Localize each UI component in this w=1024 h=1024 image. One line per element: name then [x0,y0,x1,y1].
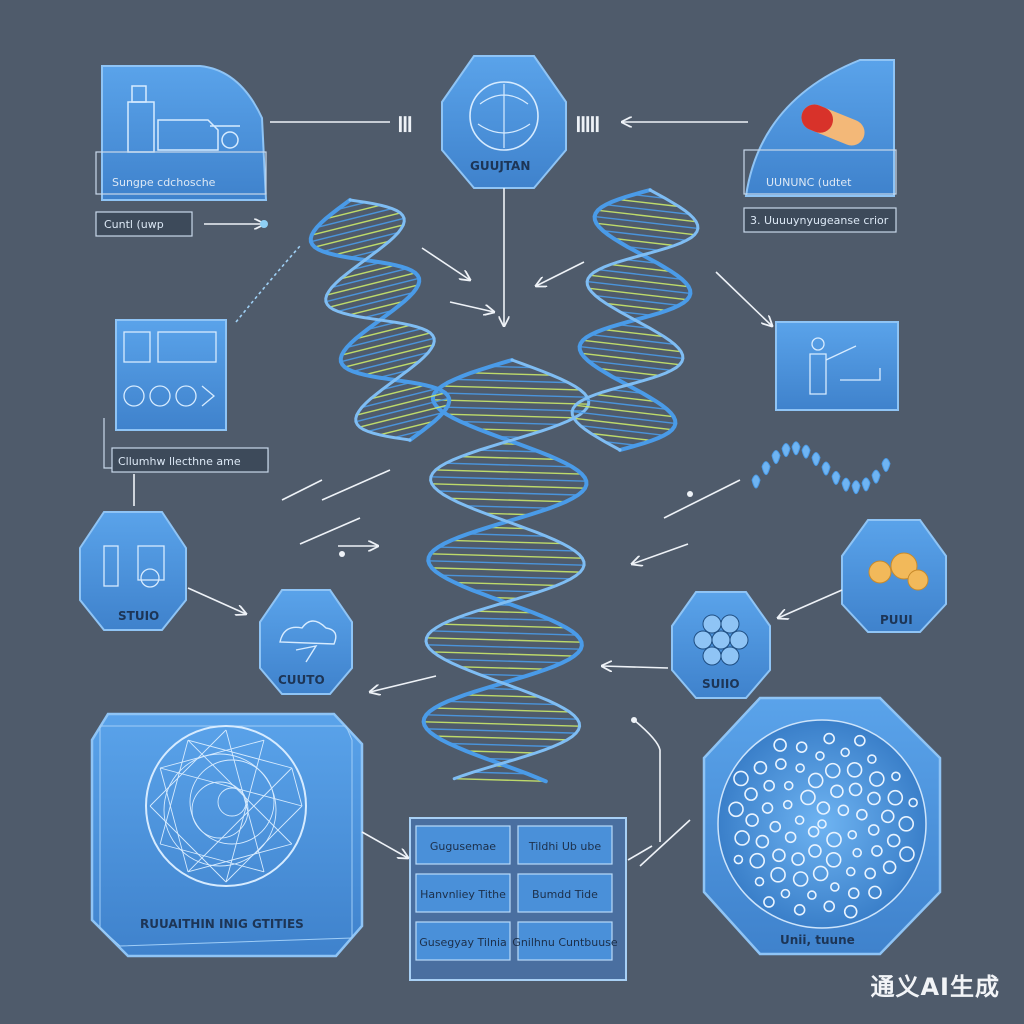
table-cell: Gnilhnu Cuntbuuse [512,936,618,949]
svg-text:|||: ||| [398,116,412,132]
caption-right-hex: PUUI [880,613,913,627]
panel-bottom-right: Unii, tuune [702,696,942,956]
panel-right-mid [775,321,899,411]
hex-right: PUUI [841,519,947,633]
svg-text:|||||: ||||| [576,116,600,132]
dna-double-helix-main [421,358,591,784]
caption-top-center: GUUJTAN [470,159,530,173]
pollen-flower-icon [868,552,929,591]
caption-top-left: Sungpe cdchosche [112,176,216,189]
caption-left-small-hex: CUUTO [278,673,325,687]
molecule-cluster-icon [693,614,749,666]
network-sphere-icon [145,725,307,887]
capsule-pill-icon [801,104,865,146]
cloud-arrow-icon [279,620,337,663]
chart-thumbnail-icon [123,331,217,407]
caption-right-small-hex: SUIIO [702,677,740,691]
dna-double-helix-left [308,198,452,442]
connectors: ||| ||||| [133,115,843,867]
caption-top-right: UUNUNC (udtet [766,176,852,189]
hex-left-small: CUUTO [259,589,353,695]
panel-top-left: Sungpe cdchosche Cuntl (uwp [95,65,268,237]
watermark-text: 通义AI生成 [870,973,1000,1001]
brain-globe-icon [469,81,539,151]
table-cell: Bumdd Tide [532,888,598,901]
dna-double-helix-right [570,188,700,452]
hex-right-small: SUIIO [671,591,771,699]
wave-signal-icon [751,441,891,495]
tag-left-mid: Cllumhw llecthne ame [118,455,241,468]
caption-left-hex: STUIO [118,609,159,623]
panel-bottom-left: RUUAITHIN INIG GTITIES [90,712,364,958]
table-cell: Gusegyay Tilnia [419,936,507,949]
hex-top-center: GUUJTAN [441,55,567,189]
bottles-icon [103,545,165,588]
table-cell: Hanvnliey Tithe [420,888,506,901]
cell-sphere-icon [717,719,927,929]
table-cell: Tildhi Ub ube [528,840,601,853]
panel-left-mid: Cllumhw llecthne ame [103,319,269,473]
caption-bottom-right: Unii, tuune [780,933,855,947]
scientist-figure-icon [809,337,881,395]
table-cell: Gugusemae [430,840,496,853]
caption-bottom-left: RUUAITHIN INIG GTITIES [140,917,304,931]
hex-left: STUIO [79,511,187,631]
panel-top-right: UUNUNC (udtet 3. Uuuuynyugeanse crior [743,59,897,233]
tag-top-right: 3. Uuuuynyugeanse crior [750,214,889,227]
tag-top-left: Cuntl (uwp [104,218,164,231]
